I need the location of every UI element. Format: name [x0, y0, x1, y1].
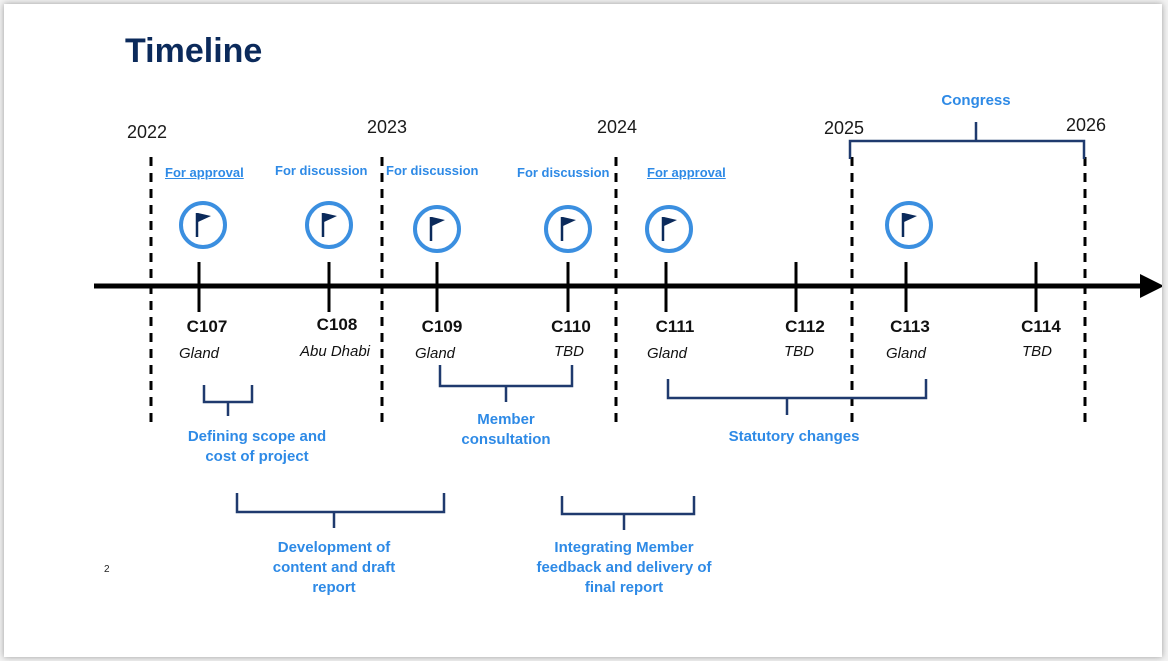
flag-icon	[413, 205, 461, 253]
meeting-code-c109: C109	[421, 317, 463, 336]
year-label-2025: 2025	[824, 118, 865, 138]
meeting-code-c110: C110	[551, 317, 591, 336]
page-number: 2	[104, 564, 110, 575]
status-c108: For discussion	[275, 163, 368, 178]
meeting-location-c113: Gland	[885, 345, 927, 362]
meeting-location-c108: Abu Dhabi	[299, 343, 371, 360]
timeline-graphics	[94, 122, 1162, 530]
year-label-2024: 2024	[597, 117, 638, 137]
timeline-arrowhead	[1140, 274, 1162, 298]
year-label-2026: 2026	[1066, 115, 1107, 135]
phase-member-consultation: Member consultation	[461, 411, 551, 448]
phase-defining-scope: Defining scope and cost of project	[187, 428, 327, 465]
bracket-development	[235, 493, 446, 528]
bracket-member-consultation	[438, 365, 574, 402]
bracket-defining-scope	[202, 385, 254, 416]
meeting-code-c114: C114	[1021, 317, 1061, 336]
status-c110: For discussion	[517, 165, 610, 180]
year-label-2022: 2022	[127, 122, 168, 142]
bracket-statutory-changes	[666, 379, 928, 415]
phase-development: Development of content and draft report	[272, 539, 396, 596]
bracket-integrating	[560, 496, 696, 530]
meeting-code-c108: C108	[316, 315, 358, 334]
congress-label: Congress	[941, 92, 1011, 109]
slide: Timeline	[4, 4, 1162, 657]
flag-icon	[305, 201, 353, 249]
meeting-code-c113: C113	[890, 317, 930, 336]
status-c109: For discussion	[386, 163, 479, 178]
page-title: Timeline	[125, 32, 263, 70]
meeting-location-c109: Gland	[414, 345, 456, 362]
meeting-code-c112: C112	[785, 317, 825, 336]
meeting-code-c107: C107	[186, 317, 228, 336]
meeting-location-c110: TBD	[554, 343, 584, 360]
meeting-location-c111: Gland	[646, 345, 688, 362]
phase-integrating: Integrating Member feedback and delivery…	[536, 539, 712, 596]
meeting-location-c112: TBD	[784, 343, 814, 360]
meeting-location-c114: TBD	[1022, 343, 1052, 360]
flag-icon	[179, 201, 227, 249]
flag-icon	[645, 205, 693, 253]
status-c111: For approval	[647, 165, 726, 180]
bracket-congress	[848, 122, 1086, 159]
flag-icon	[885, 201, 933, 249]
status-c107: For approval	[165, 165, 244, 180]
phase-statutory-changes: Statutory changes	[728, 428, 860, 445]
meeting-location-c107: Gland	[178, 345, 220, 362]
flag-icon	[544, 205, 592, 253]
year-label-2023: 2023	[367, 117, 408, 137]
meeting-code-c111: C111	[655, 317, 695, 336]
